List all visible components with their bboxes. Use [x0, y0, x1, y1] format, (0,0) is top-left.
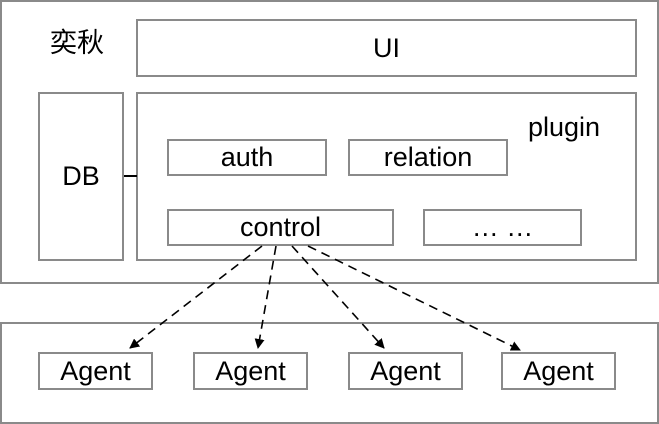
agent-1-box: [38, 352, 153, 390]
arrow-control-to-agent-1: [129, 245, 263, 349]
plugin-auth-box: [167, 139, 327, 176]
agent-4-label: Agent: [523, 355, 594, 386]
agent-4-box: [501, 352, 616, 390]
system-label: 奕秋: [50, 28, 104, 58]
agent-2-box: [193, 352, 308, 390]
plugin-relation-label: relation: [383, 142, 473, 172]
db-box: [38, 92, 124, 261]
arrow-control-to-agent-2: [254, 245, 277, 349]
plugin-label: plugin: [528, 112, 601, 142]
agent-2-label: Agent: [215, 355, 286, 386]
plugin-control-label: control: [239, 212, 322, 242]
plugin-more-label: … …: [471, 212, 534, 242]
plugin-control-box: [167, 209, 394, 246]
plugin-relation-box: [348, 139, 508, 176]
db-label: DB: [62, 161, 100, 191]
arrow-control-to-agent-4: [307, 245, 521, 351]
agent-3-label: Agent: [370, 355, 441, 386]
agent-3-box: [348, 352, 463, 390]
arrow-control-to-agent-3: [291, 245, 385, 349]
agent-1-label: Agent: [60, 355, 131, 386]
ui-box: [136, 19, 637, 77]
plugin-auth-label: auth: [220, 142, 274, 172]
ui-label: UI: [373, 32, 400, 63]
plugin-more-box: [423, 209, 582, 246]
